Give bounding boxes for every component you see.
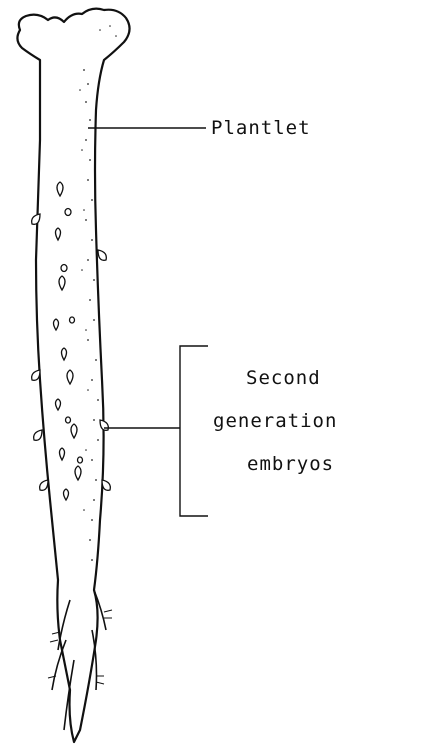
second-generation-embryos-label-line2: generation bbox=[213, 412, 337, 431]
second-generation-embryos-label-line3: embryos bbox=[247, 455, 334, 474]
plantlet-label: Plantlet bbox=[211, 119, 311, 138]
second-generation-embryos-label-line1: Second bbox=[246, 369, 321, 388]
embryos-bracket bbox=[180, 346, 208, 516]
